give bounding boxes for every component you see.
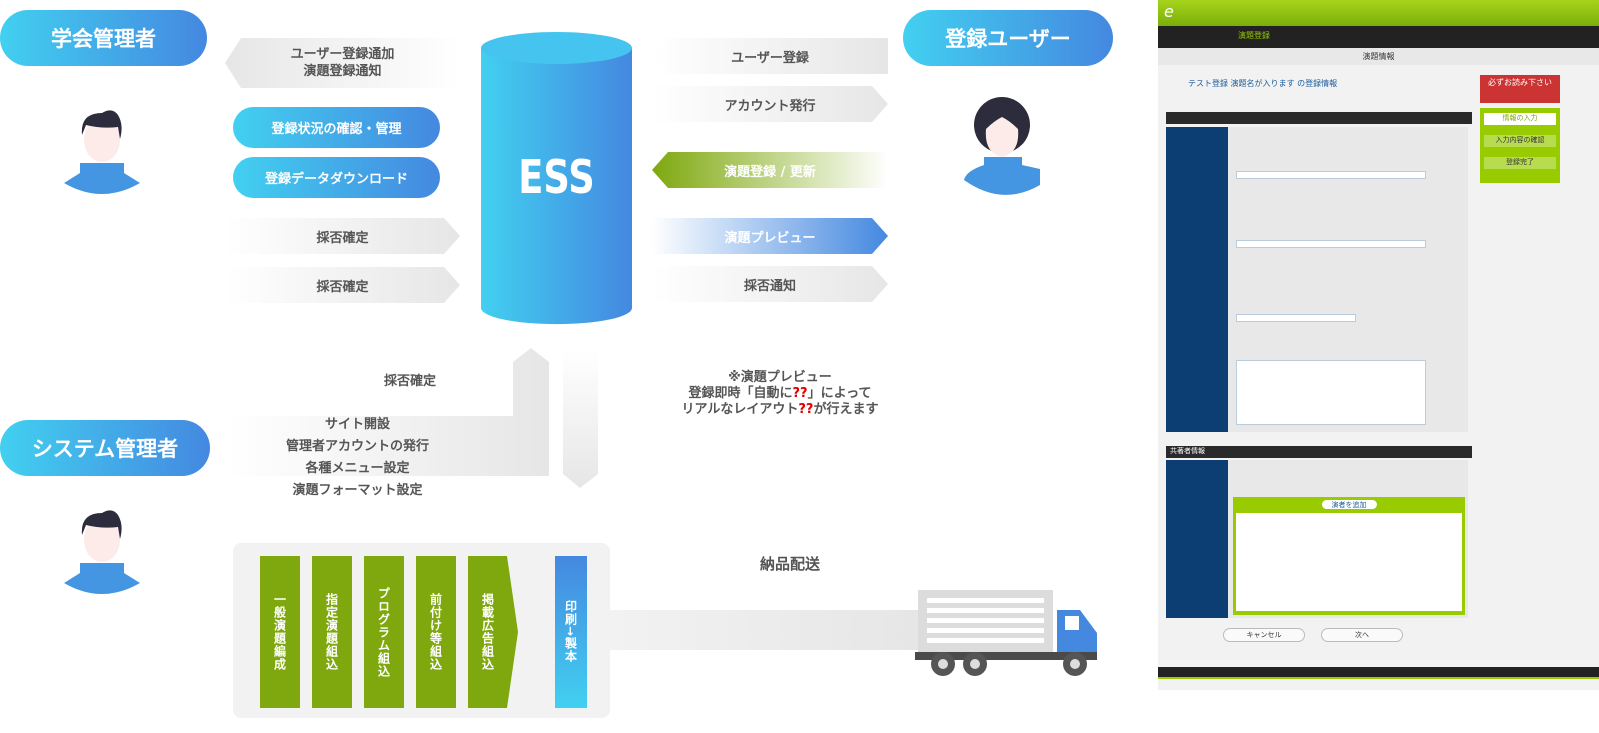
notify-line-1: ユーザー登録通加 [290, 47, 395, 62]
preview-note: ※演題プレビュー 登録即時「自動に??」によって リアルなレイアウト??が行えま… [660, 370, 900, 418]
step-input: 情報の入力 [1484, 113, 1556, 125]
add-author-button[interactable]: 演者を追加 [1321, 500, 1377, 509]
page-title: 演題登録 [1238, 31, 1270, 40]
next-button[interactable]: 次へ [1321, 628, 1403, 642]
logo-icon: e [1164, 2, 1174, 21]
step-program: プログラム組込 [364, 556, 404, 708]
task-site-open: サイト開設 [324, 417, 390, 432]
cancel-button[interactable]: キャンセル [1223, 628, 1305, 642]
task-menu-settings: 各種メニュー設定 [305, 461, 410, 476]
role-society-admin: 学会管理者 [0, 10, 207, 66]
arrow-user-registration: ユーザー登録 [652, 38, 888, 74]
note-text: リアルなレイアウト [681, 402, 799, 417]
ess-database-cylinder [481, 32, 632, 325]
task-format-settings: 演題フォーマット設定 [292, 483, 423, 498]
manage-registration-button: 登録状況の確認・管理 [233, 107, 440, 148]
male-admin-icon [64, 110, 140, 194]
step-general-abstracts: 一般演題編成 [260, 556, 300, 708]
screenshot-header: e [1158, 0, 1599, 26]
step-front-matter: 前付け等組込 [416, 556, 456, 708]
note-line-3: リアルなレイアウト??が行えます [660, 402, 900, 418]
arrow-decision-2: 採否確定 [225, 267, 460, 303]
ess-label: ESS [518, 150, 595, 204]
select-input[interactable] [1236, 314, 1356, 322]
arrow-abstract-registration: 演題登録 / 更新 [652, 152, 888, 188]
task-admin-account: 管理者アカウントの発行 [285, 439, 429, 454]
note-line-2: 登録即時「自動に??」によって [660, 386, 900, 402]
notify-line-2: 演題登録通知 [303, 64, 382, 79]
download-data-button: 登録データダウンロード [233, 157, 440, 198]
screenshot-footer [1158, 667, 1599, 679]
notice-banner[interactable]: 必ずお読み下さい [1480, 75, 1560, 103]
section-title: 演題情報 [1158, 48, 1599, 65]
step-print-bind: 印刷→製本 [555, 556, 587, 708]
form-section-bar [1166, 112, 1472, 124]
authors-section-bar: 共著者情報 [1166, 446, 1472, 458]
abstract-textarea[interactable] [1236, 360, 1426, 425]
arrow-decision-1: 採否確定 [225, 218, 460, 254]
step-confirm: 入力内容の確認 [1484, 135, 1556, 147]
note-line-1: ※演題プレビュー [728, 370, 832, 385]
step-designated-abstracts: 指定演題組込 [312, 556, 352, 708]
form-rows [1166, 127, 1468, 432]
note-question-mark: ?? [792, 386, 808, 401]
author-list: 演者を追加 [1233, 497, 1465, 615]
note-text: 」によって [807, 386, 872, 401]
author-entries [1236, 513, 1462, 611]
male-system-admin-icon [64, 510, 140, 594]
female-user-icon [964, 97, 1040, 195]
system-decision-label: 採否確定 [383, 374, 436, 389]
author-rows: 演者を追加 [1166, 460, 1468, 618]
note-text: 登録即時「自動に [688, 386, 793, 401]
arrow-account-issue: アカウント発行 [652, 86, 888, 122]
role-system-admin: システム管理者 [0, 420, 210, 476]
abstract-heading: テスト登録 演題名が入ります の登録情報 [1188, 79, 1338, 88]
arrow-notify: ユーザー登録通加 演題登録通知 [225, 38, 460, 88]
step-ads: 掲載広告組込 [468, 556, 518, 708]
delivery-truck-icon [915, 590, 1097, 676]
note-question-mark: ?? [798, 402, 814, 417]
system-admin-tasks: サイト開設 管理者アカウントの発行 各種メニュー設定 演題フォーマット設定 [250, 414, 465, 502]
form-label-column [1166, 460, 1228, 618]
subtitle-input[interactable] [1236, 240, 1426, 248]
step-complete: 登録完了 [1484, 157, 1556, 169]
registration-screenshot: e 演題登録 演題情報 テスト登録 演題名が入ります の登録情報 必ずお読み下さ… [1158, 0, 1599, 690]
delivery-band [610, 610, 920, 650]
system-admin-arrows [225, 348, 598, 488]
role-registered-user: 登録ユーザー [903, 10, 1113, 66]
screenshot-subheader: 演題登録 [1158, 26, 1599, 48]
note-text: が行えます [813, 402, 879, 417]
form-label-column [1166, 127, 1228, 432]
title-input[interactable] [1236, 171, 1426, 179]
arrow-abstract-preview: 演題プレビュー [652, 218, 888, 254]
steps-panel: 情報の入力 入力内容の確認 登録完了 [1480, 108, 1560, 183]
delivery-label: 納品配送 [759, 555, 820, 573]
arrow-result-notice: 採否通知 [652, 266, 888, 302]
